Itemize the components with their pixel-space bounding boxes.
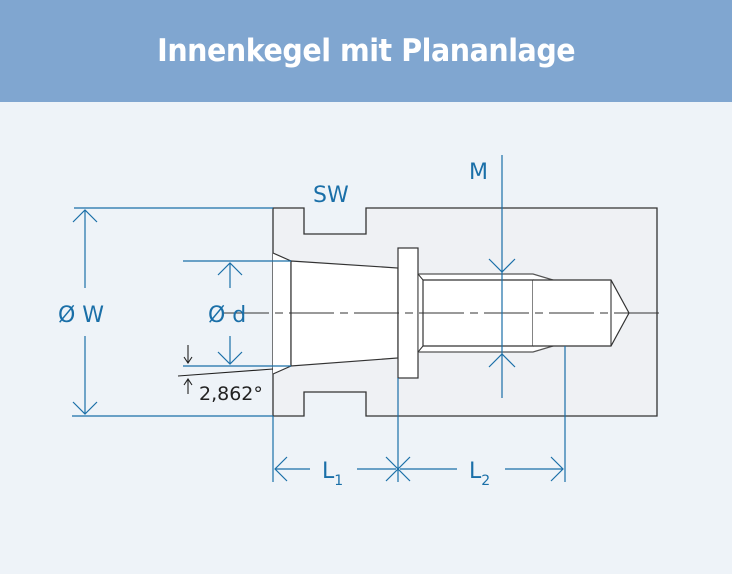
wrench-size-label: SW bbox=[313, 183, 349, 208]
length1-sub: 1 bbox=[334, 473, 343, 489]
header-banner: Innenkegel mit Plananlage bbox=[0, 0, 732, 102]
dim-thread bbox=[488, 155, 516, 398]
dim-lengths bbox=[272, 346, 566, 482]
angle-label: 2,862° bbox=[199, 383, 263, 405]
inner-diameter-label: Ø d bbox=[208, 303, 246, 328]
outer-diameter-label: Ø W bbox=[58, 303, 104, 328]
angle-indicator bbox=[177, 345, 274, 394]
length1-main: L bbox=[322, 459, 335, 484]
length2-main: L bbox=[469, 459, 482, 484]
dim-outer-diameter bbox=[72, 207, 273, 417]
page-title: Innenkegel mit Plananlage bbox=[157, 33, 575, 69]
thread-label: M bbox=[469, 160, 488, 185]
length2-sub: 2 bbox=[481, 473, 490, 489]
length2-label: L2 bbox=[469, 459, 490, 489]
dim-inner-diameter bbox=[183, 260, 291, 367]
length1-label: L1 bbox=[322, 459, 343, 489]
